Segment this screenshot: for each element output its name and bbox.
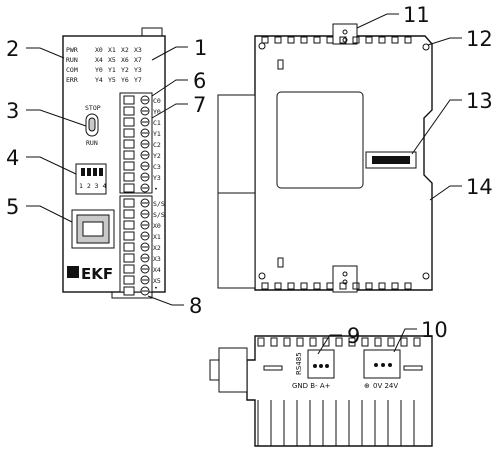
terminal-label: Y0 [153, 108, 161, 116]
front-view: PWR RUN COM ERR X0 X1 X2 X3 X4 X5 X6 X7 … [62, 27, 166, 299]
callout-10: 10 [421, 318, 448, 342]
io-label: X3 [134, 46, 142, 54]
terminal-wire-slot [123, 231, 135, 241]
io-led-labels: X0 X1 X2 X3 X4 X5 X6 X7 Y0 Y1 Y2 Y3 Y4 Y… [95, 46, 142, 84]
power-symbol: ⊕ [364, 382, 370, 390]
rs485-pins: GND B- A+ [292, 382, 331, 390]
terminal-wire-slot [123, 172, 135, 182]
terminal-label: Y2 [153, 152, 161, 160]
terminal-wire-slot [123, 117, 135, 127]
dip-numbers: 1 2 3 4 [79, 182, 106, 190]
terminal-label: • [154, 185, 158, 193]
io-label: X4 [95, 56, 103, 64]
led-label-pwr: PWR [66, 46, 78, 54]
terminal-label: X4 [153, 266, 161, 274]
io-label: Y5 [108, 76, 116, 84]
io-label: X7 [134, 56, 142, 64]
callout-4: 4 [6, 146, 19, 170]
terminal-label: C2 [153, 141, 161, 149]
terminal-label: C3 [153, 163, 161, 171]
side-ribs [261, 36, 412, 290]
terminal-label: C1 [153, 119, 161, 127]
ekf-logo-mark [67, 266, 79, 278]
io-label: X1 [108, 46, 116, 54]
terminal-label: X1 [153, 233, 161, 241]
callout-9: 9 [347, 324, 360, 348]
terminal-wire-slot [123, 286, 135, 296]
callout-2: 2 [6, 37, 19, 61]
io-label: Y7 [134, 76, 142, 84]
terminal-wire-slot [123, 242, 135, 252]
callout-3: 3 [6, 99, 19, 123]
side-view [217, 23, 433, 293]
terminal-wire-slot [123, 128, 135, 138]
terminal-wire-slot [123, 161, 135, 171]
callout-1: 1 [194, 36, 207, 60]
rs485-label: RS485 [295, 352, 303, 375]
terminal-screws [123, 95, 150, 296]
callout-12: 12 [466, 27, 493, 51]
terminal-label: X2 [153, 244, 161, 252]
terminal-label: X5 [153, 277, 161, 285]
callout-5: 5 [6, 195, 19, 219]
led-label-run: RUN [66, 56, 78, 64]
io-label: Y0 [95, 66, 103, 74]
terminal-wire-slot [123, 209, 135, 219]
io-label: X5 [108, 56, 116, 64]
io-label: Y4 [95, 76, 103, 84]
callout-8: 8 [189, 294, 202, 318]
terminal-label: S/S [153, 200, 165, 208]
io-label: Y3 [134, 66, 142, 74]
terminal-label: Y3 [153, 174, 161, 182]
io-label: X0 [95, 46, 103, 54]
io-label: Y2 [121, 66, 129, 74]
terminal-label: X3 [153, 255, 161, 263]
terminal-wire-slot [123, 220, 135, 230]
terminal-label: X0 [153, 222, 161, 230]
bottom-view: RS485 GND B- A+ ⊕ 0V 24V [209, 335, 433, 447]
terminal-wire-slot [123, 183, 135, 193]
bottom-ribs [257, 337, 421, 446]
callout-11: 11 [403, 3, 430, 27]
terminal-label: • [154, 284, 158, 292]
switch-label-run: RUN [86, 139, 98, 147]
io-label: Y1 [108, 66, 116, 74]
callout-7: 7 [193, 93, 206, 117]
brand-logo: EKF [81, 265, 113, 283]
terminal-wire-slot [123, 198, 135, 208]
terminal-wire-slot [123, 139, 135, 149]
terminal-wire-slot [123, 95, 135, 105]
io-label: X2 [121, 46, 129, 54]
led-label-err: ERR [66, 76, 78, 84]
power-pins: 0V 24V [373, 382, 398, 390]
switch-knob [88, 117, 96, 132]
terminal-wire-slot [123, 150, 135, 160]
io-label: X6 [121, 56, 129, 64]
terminal-wire-slot [123, 275, 135, 285]
io-label: Y6 [121, 76, 129, 84]
callout-14: 14 [466, 175, 493, 199]
terminal-wire-slot [123, 253, 135, 263]
terminal-wire-slot [123, 106, 135, 116]
terminal-label: S/S [153, 211, 165, 219]
callout-lines [26, 13, 462, 355]
terminal-label: C0 [153, 97, 161, 105]
terminal-wire-slot [123, 264, 135, 274]
terminal-label: Y1 [153, 130, 161, 138]
switch-label-stop: STOP [85, 104, 101, 112]
led-label-com: COM [66, 66, 78, 74]
callout-13: 13 [466, 89, 493, 113]
callout-6: 6 [193, 69, 206, 93]
